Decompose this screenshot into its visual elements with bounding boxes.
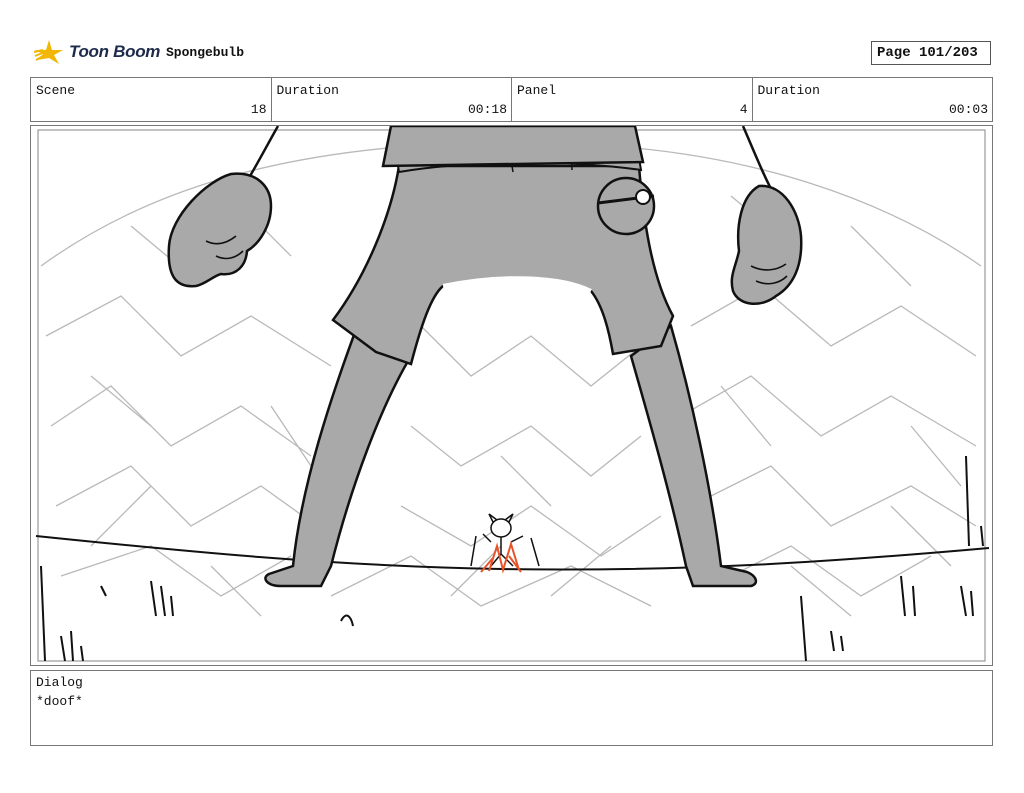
scene-cell: Scene 18 xyxy=(31,78,272,121)
panel-cell: Panel 4 xyxy=(512,78,753,121)
campfire xyxy=(480,540,522,574)
page-number: Page 101/203 xyxy=(871,41,991,65)
scene-duration-cell: Duration 00:18 xyxy=(272,78,512,121)
scene-label: Scene xyxy=(36,83,76,98)
dialog-label: Dialog xyxy=(36,675,83,690)
toon-boom-logo: Toon Boom xyxy=(33,36,160,68)
project-title: Spongebulb xyxy=(166,45,245,60)
scene-value: 18 xyxy=(250,102,267,117)
logo-text: Toon Boom xyxy=(69,42,161,61)
panel-label: Panel xyxy=(517,83,557,98)
dialog-box: Dialog *doof* xyxy=(30,670,993,746)
dialog-text: *doof* xyxy=(36,694,83,709)
storyboard-drawing xyxy=(35,126,990,662)
info-header: Scene 18 Duration 00:18 Panel 4 Duration… xyxy=(30,77,993,122)
panel-value: 4 xyxy=(739,102,748,117)
panel-duration-cell: Duration 00:03 xyxy=(753,78,993,121)
storyboard-frame xyxy=(30,125,993,666)
toon-boom-star-icon xyxy=(33,40,63,64)
panel-duration-value: 00:03 xyxy=(948,102,988,117)
scene-duration-label: Duration xyxy=(276,83,339,98)
scene-duration-value: 00:18 xyxy=(467,102,507,117)
panel-duration-label: Duration xyxy=(757,83,820,98)
